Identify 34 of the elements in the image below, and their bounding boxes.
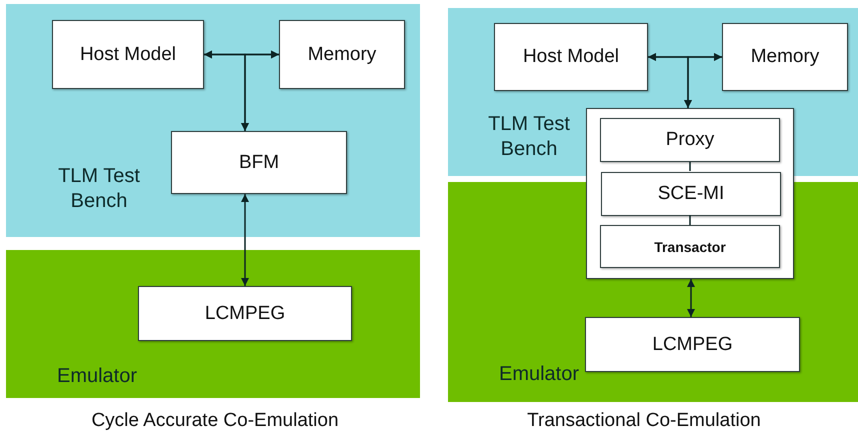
- region-band: [6, 4, 420, 237]
- block-label: BFM: [238, 152, 280, 174]
- arrow: [684, 53, 722, 108]
- region-label: Emulator: [498, 362, 580, 387]
- block-box: [138, 286, 352, 341]
- connector-line: [689, 162, 691, 171]
- block-label: Host Model: [522, 46, 620, 68]
- block-box: [171, 131, 347, 194]
- region-band: [6, 250, 420, 398]
- region-label: TLM Test Bench: [487, 112, 571, 162]
- block-label: Host Model: [78, 44, 178, 66]
- block-box: [585, 317, 800, 372]
- region-label: TLM Test Bench: [57, 164, 141, 214]
- arrow: [241, 50, 279, 131]
- block-box: [494, 23, 648, 91]
- block-box: [600, 118, 780, 162]
- block-label: Transactor: [653, 238, 727, 254]
- connector-line: [689, 215, 691, 225]
- block-box: [601, 172, 781, 216]
- block-label: Memory: [750, 46, 820, 68]
- region-label: Emulator: [56, 364, 138, 389]
- block-label: LCMPEG: [651, 334, 734, 356]
- block-label: Memory: [306, 44, 378, 66]
- arrow: [241, 194, 249, 286]
- diagram-caption: Cycle Accurate Co-Emulation: [90, 410, 340, 432]
- block-box: [279, 20, 405, 89]
- block-label: SCE-MI: [656, 183, 726, 205]
- block-label: Proxy: [664, 129, 716, 151]
- block-box: [600, 225, 780, 268]
- block-box: [722, 23, 848, 91]
- block-box: [52, 20, 204, 89]
- arrow: [687, 279, 695, 317]
- block-label: LCMPEG: [204, 302, 286, 324]
- diagram-caption: Transactional Co-Emulation: [526, 410, 762, 432]
